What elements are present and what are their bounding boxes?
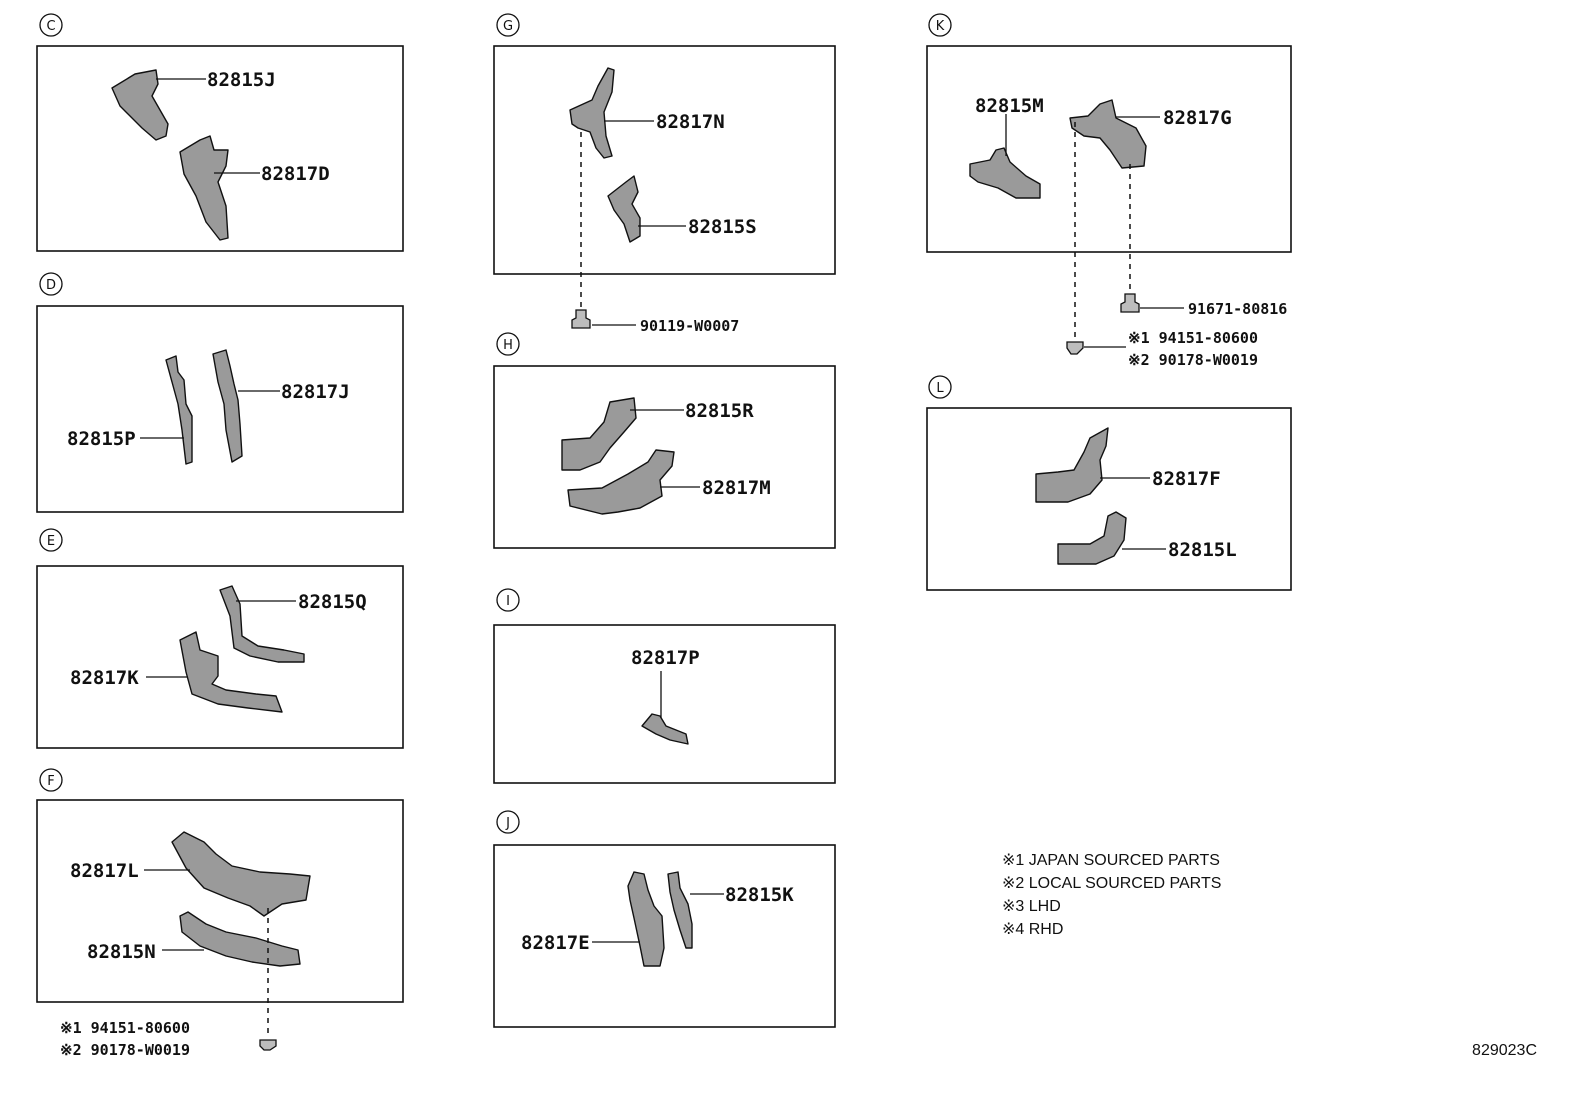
part-label-82815k[interactable]: 82815K [725,884,794,906]
section-g: G 82817N 82815S 90119-W0007 [493,13,836,335]
part-label-82817d[interactable]: 82817D [261,163,330,185]
note-rhd: ※4 RHD [1002,921,1063,938]
clip-nut-icon-f[interactable] [259,1039,277,1051]
part-82817n-shape[interactable] [569,67,615,159]
part-82815l-shape[interactable] [1057,511,1127,565]
section-f: F 82817L 82815N ※1 94151-80600 ※2 90178-… [36,768,404,1059]
section-e-frame [36,565,404,749]
part-label-82817j[interactable]: 82817J [281,381,350,403]
section-h-frame [493,365,836,549]
part-label-82817n[interactable]: 82817N [656,111,725,133]
section-l: L 82817F 82815L [926,375,1292,591]
section-d: D 82817J 82815P [36,272,404,513]
part-82815p-shape[interactable] [165,355,193,465]
section-k-letter: K [936,19,945,34]
hardware-label-f-2[interactable]: ※2 90178-W0019 [60,1041,190,1059]
section-d-frame [36,305,404,513]
figure-id: 829023C [1472,1042,1537,1059]
part-label-82815r[interactable]: 82815R [685,400,754,422]
section-i: I 82817P [493,588,836,784]
part-label-82815p[interactable]: 82815P [67,428,136,450]
part-82817f-shape[interactable] [1035,427,1109,503]
section-i-frame [493,624,836,784]
part-82815r-shape[interactable] [561,397,637,471]
part-82817m-shape[interactable] [567,449,675,515]
section-l-frame [926,407,1292,591]
note-lhd: ※3 LHD [1002,898,1061,915]
section-j-letter: J [505,816,510,831]
section-e: E 82815Q 82817K [36,528,404,749]
section-c: C 82815J 82817D [36,13,404,252]
section-g-frame [493,45,836,275]
part-label-82815l[interactable]: 82815L [1168,539,1237,561]
note-local-sourced: ※2 LOCAL SOURCED PARTS [1002,875,1221,892]
part-82815n-shape[interactable] [179,911,301,967]
section-g-letter: G [503,19,513,34]
part-82817p-shape[interactable] [641,713,689,745]
hardware-label-k-bolt[interactable]: 91671-80816 [1188,300,1287,318]
section-h: H 82815R 82817M [493,332,836,549]
part-label-82815j[interactable]: 82815J [207,69,276,91]
note-japan-sourced: ※1 JAPAN SOURCED PARTS [1002,852,1220,869]
clip-nut-icon-k[interactable] [1066,341,1084,355]
bolt-icon-k[interactable] [1120,293,1140,313]
hardware-label-g[interactable]: 90119-W0007 [640,317,739,335]
section-c-letter: C [46,19,55,34]
part-label-82815s[interactable]: 82815S [688,216,757,238]
part-label-82817g[interactable]: 82817G [1163,107,1232,129]
part-label-82817f[interactable]: 82817F [1152,468,1221,490]
section-c-frame [36,45,404,252]
part-82817d-shape[interactable] [179,135,229,241]
section-k-frame [926,45,1292,253]
part-82817k-shape[interactable] [179,631,283,713]
section-i-letter: I [506,594,510,609]
section-j-frame [493,844,836,1028]
part-82817j-shape[interactable] [212,349,243,463]
part-label-82815n[interactable]: 82815N [87,941,156,963]
part-82815k-shape[interactable] [667,871,693,949]
part-label-82817k[interactable]: 82817K [70,667,139,689]
part-82815q-shape[interactable] [219,585,305,663]
hardware-label-f-1[interactable]: ※1 94151-80600 [60,1019,190,1037]
part-label-82815m[interactable]: 82815M [975,95,1044,117]
footnote-legend: ※1 JAPAN SOURCED PARTS ※2 LOCAL SOURCED … [1002,852,1221,938]
part-label-82817e[interactable]: 82817E [521,932,590,954]
section-f-letter: F [47,774,54,789]
part-label-82815q[interactable]: 82815Q [298,591,367,613]
part-82815s-shape[interactable] [607,175,641,243]
section-e-letter: E [47,534,55,549]
hardware-label-k-2[interactable]: ※2 90178-W0019 [1128,351,1258,369]
section-l-letter: L [936,381,944,396]
part-82817e-shape[interactable] [627,871,665,967]
bolt-icon-g[interactable] [571,309,591,329]
section-k: K 82815M 82817G 91671-80816 ※1 94151-806… [926,13,1292,369]
part-82817g-shape[interactable] [1069,99,1147,169]
hardware-label-k-1[interactable]: ※1 94151-80600 [1128,329,1258,347]
part-82817l-shape[interactable] [171,831,311,917]
section-h-letter: H [503,338,513,353]
section-j: J 82815K 82817E [493,810,836,1028]
part-label-82817l[interactable]: 82817L [70,860,139,882]
part-label-82817m[interactable]: 82817M [702,477,771,499]
part-82815j-shape[interactable] [111,69,169,141]
section-f-frame [36,799,404,1003]
part-82815m-shape[interactable] [969,147,1041,199]
part-label-82817p[interactable]: 82817P [631,647,700,669]
section-d-letter: D [46,278,56,293]
